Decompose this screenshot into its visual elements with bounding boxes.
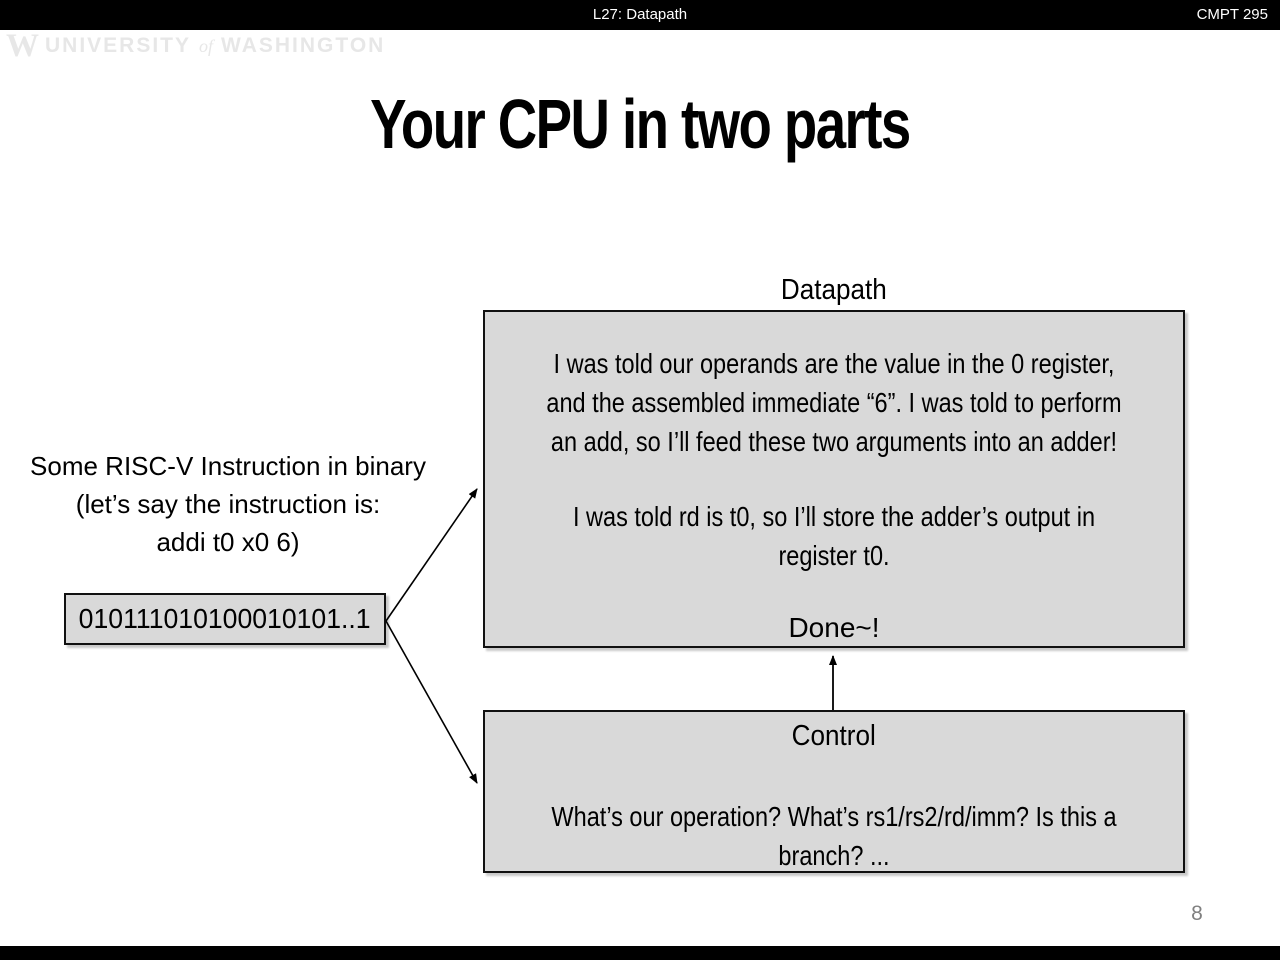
uw-w-icon: W bbox=[6, 27, 39, 64]
binary-value: 010111010100010101..1 bbox=[79, 603, 371, 634]
bottom-bar bbox=[0, 946, 1280, 960]
datapath-paragraph-1: I was told our operands are the value in… bbox=[541, 344, 1127, 461]
done-text: Done~! bbox=[788, 612, 880, 643]
lecture-title: L27: Datapath bbox=[592, 6, 688, 23]
slide-title: Your CPU in two parts bbox=[0, 84, 1280, 164]
top-bar: L27: Datapath CMPT 295 bbox=[0, 0, 1280, 30]
control-text-line: What’s our operation? What’s rs1/rs2/rd/… bbox=[551, 801, 1117, 832]
datapath-text-line: an add, so I’ll feed these two arguments… bbox=[550, 426, 1118, 457]
datapath-text-line: register t0. bbox=[778, 540, 890, 571]
instruction-caption: Some RISC-V Instruction in binary (let’s… bbox=[8, 447, 448, 561]
datapath-text-line: I was told rd is t0, so I’ll store the a… bbox=[572, 501, 1096, 532]
page-number: 8 bbox=[1191, 902, 1203, 925]
datapath-label: Datapath bbox=[483, 274, 1185, 307]
caption-line: addi t0 x0 6) bbox=[156, 527, 300, 557]
datapath-box: I was told our operands are the value in… bbox=[483, 310, 1185, 648]
control-box: Control What’s our operation? What’s rs1… bbox=[483, 710, 1185, 873]
control-text-line: branch? ... bbox=[778, 840, 890, 871]
uw-logo-of: of bbox=[199, 35, 214, 56]
binary-instruction-box: 010111010100010101..1 bbox=[64, 593, 386, 645]
caption-line: (let’s say the instruction is: bbox=[75, 489, 381, 519]
control-label-text: Control bbox=[791, 720, 877, 752]
uw-logo-washington: WASHINGTON bbox=[221, 34, 386, 57]
slide-title-text: Your CPU in two parts bbox=[370, 85, 911, 163]
datapath-text-line: and the assembled immediate “6”. I was t… bbox=[546, 387, 1122, 418]
datapath-label-text: Datapath bbox=[781, 274, 887, 306]
datapath-paragraph-2: I was told rd is t0, so I’ll store the a… bbox=[541, 497, 1127, 575]
caption-line: Some RISC-V Instruction in binary bbox=[30, 451, 426, 481]
arrow-binary-to-control bbox=[385, 620, 478, 784]
datapath-text-line: I was told our operands are the value in… bbox=[553, 348, 1115, 379]
control-label: Control bbox=[485, 720, 1183, 753]
uw-logo: W UNIVERSITY of WASHINGTON bbox=[6, 28, 386, 64]
course-label: CMPT 295 bbox=[1196, 6, 1268, 23]
uw-logo-university: UNIVERSITY bbox=[45, 34, 192, 57]
control-paragraph: What’s our operation? What’s rs1/rs2/rd/… bbox=[541, 797, 1127, 875]
